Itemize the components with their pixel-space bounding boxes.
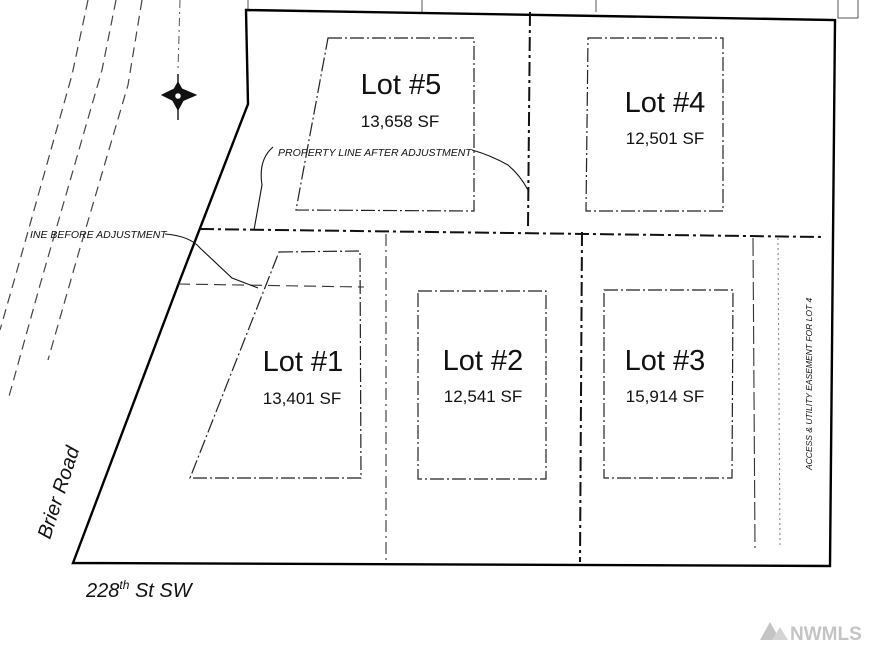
lot-3-label: Lot #3: [625, 345, 706, 377]
parcel-boundary: [71, 8, 837, 568]
easement-note: ACCESS & UTILITY EASEMENT FOR LOT 4: [804, 297, 814, 471]
leader-lines: [164, 146, 529, 289]
street-label: 228th St SW: [85, 578, 194, 602]
lot-4-area: 12,501 SF: [626, 129, 704, 148]
center-line: [177, 0, 181, 71]
north-arrow-icon: [160, 74, 198, 120]
lot-5-label: Lot #5: [361, 69, 442, 101]
lot-3-area: 15,914 SF: [626, 387, 704, 406]
lot-2-area: 12,541 SF: [444, 387, 522, 406]
lot-lines: [199, 11, 824, 563]
watermark-text: NWMLS: [790, 624, 862, 645]
secondary-lines: [177, 234, 781, 562]
top-edge-marks: [247, 0, 859, 19]
lot-1-area: 13,401 SF: [263, 389, 341, 408]
brier-road-label: Brier Road: [34, 443, 85, 542]
property-line-after-note: PROPERTY LINE AFTER ADJUSTMENT: [278, 147, 473, 159]
lot-5-area: 13,658 SF: [361, 112, 439, 131]
lot-4-label: Lot #4: [625, 87, 706, 119]
lot-2-label: Lot #2: [443, 345, 524, 377]
brier-road-lines: [0, 0, 143, 401]
lot-1-label: Lot #1: [263, 346, 344, 378]
building-envelopes: [189, 37, 734, 480]
nwmls-watermark: NWMLS: [760, 622, 862, 645]
line-before-note: INE BEFORE ADJUSTMENT: [30, 229, 168, 241]
